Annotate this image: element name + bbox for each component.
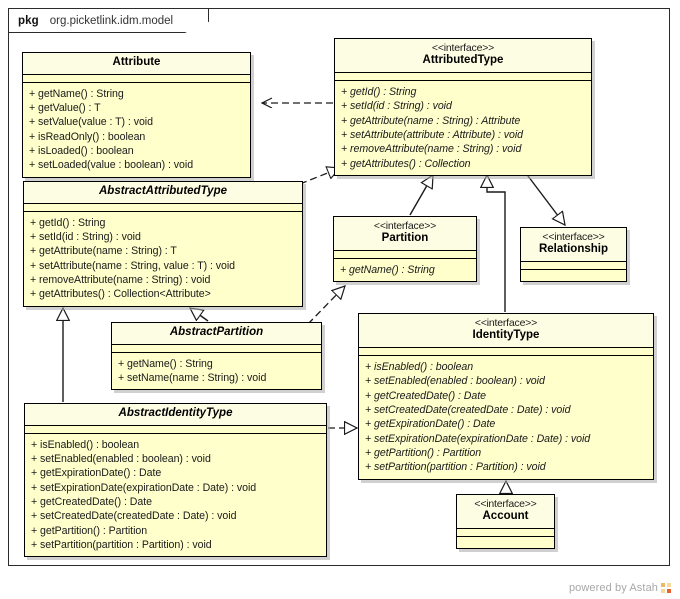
- class-stereotype-partition: <<interface>>: [373, 220, 437, 232]
- class-box-relationship[interactable]: <<interface>>Relationship: [520, 227, 627, 282]
- operation-row: + removeAttribute(name : String) : void: [30, 273, 211, 286]
- operation-row: + isEnabled() : boolean: [365, 360, 474, 373]
- class-operations-compartment-abstractpartition: + getName() : String+ setName(name : Str…: [112, 352, 321, 390]
- operation-row: + setEnabled(enabled : boolean) : void: [365, 375, 545, 388]
- operation-row: + setAttribute(name : String, value : T)…: [30, 259, 236, 272]
- class-operations-compartment-attribute: + getName() : String+ getValue() : T + se…: [23, 82, 250, 177]
- operation-row: + setEnabled(enabled : boolean) : void: [31, 452, 211, 465]
- operation-row: + setExpirationDate(expirationDate : Dat…: [365, 432, 591, 445]
- operation-row: + setId(id : String) : void: [30, 230, 141, 243]
- operation-row: + getName() : String: [340, 263, 435, 276]
- package-label-tab: pkg org.picketlink.idm.model: [8, 8, 209, 33]
- class-name-abstractidentitytype: AbstractIdentityType: [118, 407, 233, 419]
- operation-row: + setPartition(partition : Partition) : …: [365, 461, 546, 474]
- class-header-account: <<interface>>Account: [457, 495, 554, 529]
- operation-row: + isLoaded() : boolean: [29, 144, 134, 157]
- class-attributes-compartment-partition: [334, 250, 476, 259]
- class-box-partition[interactable]: <<interface>>Partition + getName() : Stri…: [333, 216, 477, 283]
- operation-row: + setCreatedDate(createdDate : Date) : v…: [31, 510, 237, 523]
- class-header-abstractpartition: AbstractPartition: [112, 323, 321, 345]
- operation-row: + setId(id : String) : void: [341, 100, 452, 113]
- class-header-abstractidentitytype: AbstractIdentityType: [25, 404, 326, 426]
- class-name-relationship: Relationship: [538, 243, 608, 256]
- class-box-attribute[interactable]: Attribute + getName() : String+ getValue(…: [22, 52, 251, 178]
- class-attributes-compartment-attribute: [23, 74, 250, 83]
- operation-row: + getName() : String: [29, 87, 124, 100]
- operation-row: + getCreatedDate() : Date: [31, 495, 152, 508]
- class-box-identitytype[interactable]: <<interface>>IdentityType + isEnabled() :…: [358, 313, 654, 480]
- class-name-abstractpartition: AbstractPartition: [169, 326, 264, 338]
- class-stereotype-account: <<interface>>: [474, 498, 537, 510]
- astah-logo-icon: [661, 582, 672, 594]
- operation-row: + getAttribute(name : String) : T: [30, 245, 177, 258]
- operation-row: + isEnabled() : boolean: [31, 438, 140, 451]
- operation-row: + setValue(value : T) : void: [29, 116, 153, 129]
- operation-row: + getId() : String: [30, 216, 106, 229]
- class-operations-compartment-abstractidentitytype: + isEnabled() : boolean+ setEnabled(enab…: [25, 433, 326, 557]
- operation-row: + getName() : String: [118, 357, 213, 370]
- operation-row: + setName(name : String) : void: [118, 371, 267, 384]
- class-attributes-compartment-identitytype: [359, 347, 653, 356]
- operation-row: + setLoaded(value : boolean) : void: [29, 159, 194, 172]
- class-attributes-compartment-relationship: [521, 261, 626, 270]
- class-header-relationship: <<interface>>Relationship: [521, 228, 626, 262]
- class-stereotype-identitytype: <<interface>>: [474, 317, 538, 329]
- class-attributes-compartment-abstractpartition: [112, 344, 321, 353]
- class-header-abstractattributedtype: AbstractAttributedType: [24, 182, 302, 204]
- class-box-abstractattributedtype[interactable]: AbstractAttributedType + getId() : String…: [23, 181, 303, 307]
- class-operations-compartment-partition: + getName() : String: [334, 258, 476, 282]
- class-name-identitytype: IdentityType: [472, 329, 540, 342]
- astah-watermark: powered by Astah: [569, 582, 672, 594]
- class-name-attribute: Attribute: [112, 56, 161, 68]
- package-keyword: pkg: [18, 14, 39, 27]
- operation-row: + getCreatedDate() : Date: [365, 389, 486, 402]
- class-operations-compartment-attributedtype: + getId() : String + setId(id : String) :…: [335, 80, 591, 175]
- operation-row: + getAttributes() : Collection<Attribute…: [30, 288, 211, 301]
- operation-row: + getPartition() : Partition: [31, 524, 148, 537]
- class-name-account: Account: [482, 510, 529, 523]
- operation-row: + setExpirationDate(expirationDate : Dat…: [31, 481, 257, 494]
- class-attributes-compartment-abstractidentitytype: [25, 425, 326, 434]
- operation-row: + getPartition() : Partition: [365, 447, 482, 459]
- operation-row: + removeAttribute(name : String) : void: [341, 143, 522, 156]
- class-stereotype-attributedtype: <<interface>>: [431, 42, 495, 54]
- package-name: org.picketlink.idm.model: [49, 14, 174, 27]
- operation-row: + getValue() : T: [29, 101, 101, 114]
- class-name-abstractattributedtype: AbstractAttributedType: [99, 185, 227, 197]
- class-header-attribute: Attribute: [23, 53, 250, 75]
- class-header-partition: <<interface>>Partition: [334, 217, 476, 251]
- class-attributes-compartment-attributedtype: [335, 72, 591, 81]
- operation-row: + getAttribute(name : String) : Attribut…: [341, 114, 521, 127]
- class-name-partition: Partition: [381, 232, 429, 245]
- class-header-identitytype: <<interface>>IdentityType: [359, 314, 653, 348]
- class-name-attributedtype: AttributedType: [422, 54, 504, 67]
- class-operations-compartment-identitytype: + isEnabled() : boolean + setEnabled(enab…: [359, 355, 653, 479]
- powered-by-label: powered by Astah: [568, 582, 658, 594]
- class-box-abstractpartition[interactable]: AbstractPartition + getName() : String+ s…: [111, 322, 322, 391]
- class-operations-compartment-abstractattributedtype: + getId() : String+ setId(id : String) :…: [24, 211, 302, 306]
- class-box-abstractidentitytype[interactable]: AbstractIdentityType + isEnabled() : bool…: [24, 403, 327, 558]
- class-header-attributedtype: <<interface>>AttributedType: [335, 39, 591, 73]
- operation-row: + getId() : String: [341, 85, 417, 98]
- class-stereotype-relationship: <<interface>>: [542, 231, 605, 243]
- operation-row: + isReadOnly() : boolean: [29, 130, 146, 143]
- operation-row: + getExpirationDate() : Date: [365, 418, 496, 431]
- class-attributes-compartment-account: [457, 528, 554, 537]
- operation-row: + setCreatedDate(createdDate : Date) : v…: [365, 403, 571, 416]
- class-box-attributedtype[interactable]: <<interface>>AttributedType + getId() : S…: [334, 38, 592, 176]
- class-operations-compartment-relationship: [521, 269, 626, 281]
- operation-row: + setAttribute(attribute : Attribute) : …: [341, 128, 524, 141]
- class-attributes-compartment-abstractattributedtype: [24, 203, 302, 212]
- operation-row: + setPartition(partition : Partition) : …: [31, 538, 212, 551]
- operation-row: + getExpirationDate() : Date: [31, 467, 162, 480]
- operation-row: + getAttributes() : Collection: [341, 157, 471, 170]
- class-box-account[interactable]: <<interface>>Account: [456, 494, 555, 549]
- class-operations-compartment-account: [457, 536, 554, 548]
